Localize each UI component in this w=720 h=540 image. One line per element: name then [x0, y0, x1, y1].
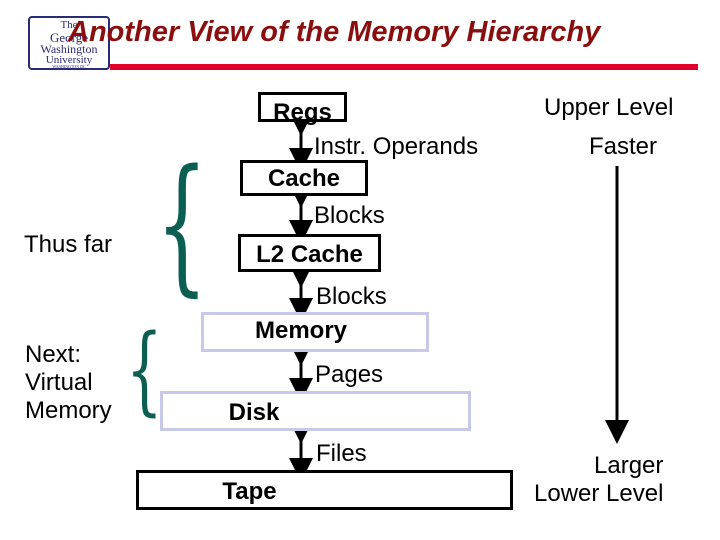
upper-level-label: Upper Level [544, 94, 674, 121]
transfer-label-cache-l2: Blocks [314, 202, 385, 229]
level-box-disk: Disk [160, 391, 471, 431]
level-label-regs: Regs [273, 99, 332, 126]
logo-line-1: The [60, 19, 78, 31]
next-brace: { [126, 314, 163, 426]
transfer-label-regs-cache: Instr. Operands [314, 133, 479, 160]
thus-far-brace: { [156, 138, 208, 310]
level-label-cache: Cache [267, 165, 341, 192]
logo-line-4: University [45, 54, 93, 66]
logo-line-2: George [49, 30, 89, 45]
larger-label: Larger [594, 452, 664, 479]
transfer-label-memory-disk: Pages [315, 361, 384, 388]
university-logo: The George Washington University WASHING… [28, 16, 110, 70]
level-box-cache: Cache [240, 160, 368, 196]
level-box-regs: Regs [258, 92, 347, 126]
level-label-disk: Disk [228, 399, 280, 426]
level-box-tape: Tape [136, 470, 513, 510]
level-label-l2-cache: L2 Cache [256, 241, 363, 268]
slide-title: Another View of the Memory Hierarchy [68, 16, 601, 48]
level-box-memory: Memory [201, 312, 429, 352]
faster-label: Faster [589, 133, 658, 160]
level-box-l2-cache: L2 Cache [238, 234, 381, 272]
next-label-line-3: Memory [25, 397, 112, 424]
level-label-tape: Tape [222, 478, 277, 505]
transfer-label-l2-memory: Blocks [316, 283, 387, 310]
title-rule [110, 64, 698, 70]
next-label-line-2: Virtual [25, 369, 93, 396]
level-label-memory: Memory [254, 317, 348, 344]
next-label-line-1: Next: [25, 341, 82, 368]
logo-line-3: Washington [40, 42, 98, 56]
lower-level-label: Lower Level [534, 480, 664, 507]
thus-far-label: Thus far [24, 231, 113, 258]
logo-line-5: WASHINGTON DC [52, 64, 86, 69]
transfer-label-disk-tape: Files [316, 440, 367, 467]
